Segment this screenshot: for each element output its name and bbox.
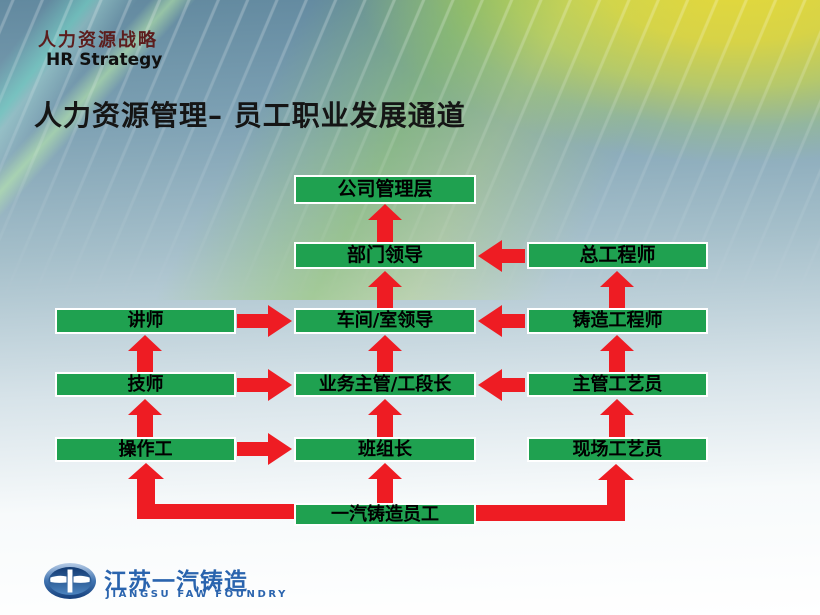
node-lecturer: 讲师 xyxy=(55,308,236,334)
arrow-left-casteng-to-workshop xyxy=(478,305,525,337)
arrow-up-teamlead-to-bizsup xyxy=(368,399,402,437)
node-technician: 技师 xyxy=(55,372,236,397)
footer-logo-en: JIANGSU FAW FOUNDRY xyxy=(106,589,288,600)
faw-logo-icon xyxy=(44,563,96,599)
node-operator: 操作工 xyxy=(55,437,236,462)
arrow-right-lecturer-to-workshop xyxy=(237,305,292,337)
arrow-up-casteng-to-chiefeng xyxy=(600,271,634,308)
arrow-left-chiefeng-to-dept xyxy=(478,240,525,272)
page-title: 人力资源管理– 员工职业发展通道 xyxy=(34,99,466,132)
arrow-up-faw-to-teamlead xyxy=(368,463,402,503)
arrow-up-fieldtech-to-chieftech xyxy=(600,399,634,437)
arrow-up-dept-to-company xyxy=(368,204,402,242)
arrow-right-operator-to-teamlead xyxy=(237,433,292,465)
arrow-up-technician-to-lecturer xyxy=(128,335,162,372)
arrow-elbow-faw-to-operator xyxy=(128,463,294,519)
node-team-leader: 班组长 xyxy=(294,437,476,462)
arrow-elbow-faw-to-fieldtech xyxy=(476,464,634,521)
node-chief-engineer: 总工程师 xyxy=(527,242,708,269)
node-business-supervisor: 业务主管/工段长 xyxy=(294,372,476,397)
node-dept-leader: 部门领导 xyxy=(294,242,476,269)
arrow-up-chieftech-to-casteng xyxy=(600,335,634,372)
node-casting-engineer: 铸造工程师 xyxy=(527,308,708,334)
arrow-right-technician-to-bizsup xyxy=(237,369,292,401)
arrow-left-chieftech-to-bizsup xyxy=(478,369,525,401)
node-workshop-leader: 车间/室领导 xyxy=(294,308,476,334)
node-faw-employee: 一汽铸造员工 xyxy=(294,503,476,526)
node-field-technologist: 现场工艺员 xyxy=(527,437,708,462)
faw-logo xyxy=(43,562,97,600)
footer-logo-cn: 江苏一汽铸造 xyxy=(104,569,248,595)
eyebrow-en: HR Strategy xyxy=(46,50,163,70)
node-chief-technologist: 主管工艺员 xyxy=(527,372,708,397)
arrow-up-workshop-to-dept xyxy=(368,271,402,308)
arrow-up-operator-to-technician xyxy=(128,399,162,437)
arrow-up-bizsup-to-workshop xyxy=(368,335,402,372)
eyebrow-cn: 人力资源战略 xyxy=(38,30,158,51)
node-company-management: 公司管理层 xyxy=(294,175,476,204)
